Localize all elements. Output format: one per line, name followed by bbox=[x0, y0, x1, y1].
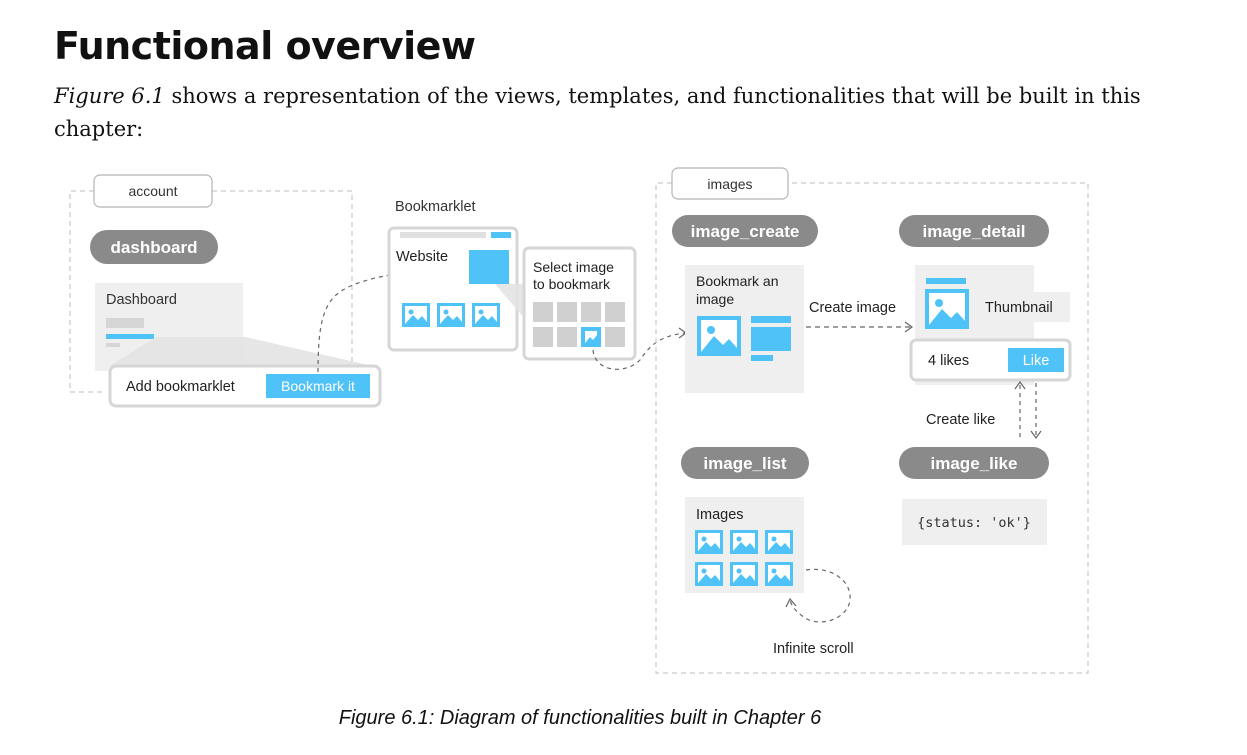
select-image-line2: to bookmark bbox=[533, 276, 611, 292]
bookmark-it-button[interactable]: Bookmark it bbox=[266, 374, 370, 398]
image-icon bbox=[695, 530, 723, 554]
bookmark-image-line2: image bbox=[696, 291, 734, 307]
json-response-panel: {status: 'ok'} bbox=[902, 499, 1047, 545]
like-button[interactable]: Like bbox=[1008, 348, 1064, 372]
thumbnail-label: Thumbnail bbox=[985, 300, 1053, 316]
account-group-tab bbox=[93, 174, 213, 208]
bookmarklet-label: Bookmarklet bbox=[395, 199, 476, 215]
image-icon bbox=[402, 303, 430, 327]
infinite-scroll-label: Infinite scroll bbox=[773, 641, 854, 657]
select-image-line1: Select image bbox=[533, 259, 614, 275]
image-icon bbox=[765, 530, 793, 554]
image-icon bbox=[697, 316, 741, 356]
images-list-title: Images bbox=[696, 507, 744, 523]
image-list-view-pill: image_list bbox=[681, 447, 809, 479]
website-window: Website bbox=[387, 226, 519, 352]
figure-caption: Figure 6.1: Diagram of functionalities b… bbox=[338, 707, 822, 729]
arrow-head-icon bbox=[785, 597, 797, 608]
likes-count: 4 likes bbox=[928, 353, 969, 369]
bookmark-it-label: Bookmark it bbox=[281, 378, 355, 394]
images-group-tab bbox=[671, 167, 789, 200]
account-group: account bbox=[69, 174, 353, 393]
arrow-head-icon bbox=[904, 321, 914, 333]
images-group-label: images bbox=[707, 176, 752, 192]
image-icon bbox=[925, 289, 969, 329]
like-button-label: Like bbox=[1023, 353, 1050, 369]
image-icon bbox=[472, 303, 500, 327]
bookmark-image-template: Bookmark an image bbox=[685, 265, 804, 393]
json-response-text: {status: 'ok'} bbox=[917, 515, 1031, 531]
dashboard-view-label: dashboard bbox=[111, 238, 198, 257]
figure-reference: Figure 6.1 bbox=[54, 84, 165, 108]
dashboard-title: Dashboard bbox=[106, 292, 177, 308]
infinite-scroll-loop bbox=[789, 568, 851, 623]
image-like-view-pill: image_like bbox=[899, 447, 1049, 479]
arrow-head-icon bbox=[1014, 380, 1026, 390]
image-icon bbox=[695, 562, 723, 586]
image-icon bbox=[730, 530, 758, 554]
dashboard-view-pill: dashboard bbox=[90, 230, 218, 264]
images-list-template: Images bbox=[685, 497, 804, 593]
image-icon bbox=[437, 303, 465, 327]
image-like-view-label: image_like bbox=[931, 454, 1018, 473]
account-group-label: account bbox=[128, 183, 177, 199]
create-image-label: Create image bbox=[809, 300, 896, 316]
add-bookmarklet-label: Add bookmarklet bbox=[126, 379, 235, 395]
image-icon bbox=[765, 562, 793, 586]
arrow-head-icon bbox=[1030, 430, 1042, 440]
bookmark-image-line1: Bookmark an bbox=[696, 273, 778, 289]
select-image-panel: Select image to bookmark bbox=[522, 246, 637, 361]
image-icon bbox=[730, 562, 758, 586]
create-like-label: Create like bbox=[926, 412, 995, 428]
image-create-view-pill: image_create bbox=[672, 215, 818, 247]
image-list-view-label: image_list bbox=[703, 454, 786, 473]
selected-image-block bbox=[469, 250, 509, 284]
intro-text: shows a representation of the views, tem… bbox=[54, 84, 1141, 141]
image-detail-view-pill: image_detail bbox=[899, 215, 1049, 247]
intro-paragraph: Figure 6.1 shows a representation of the… bbox=[54, 80, 1174, 146]
image-create-view-label: image_create bbox=[691, 222, 800, 241]
website-label: Website bbox=[396, 249, 448, 265]
images-group: images bbox=[655, 167, 1089, 674]
page-heading: Functional overview bbox=[54, 24, 476, 68]
image-detail-view-label: image_detail bbox=[923, 222, 1026, 241]
